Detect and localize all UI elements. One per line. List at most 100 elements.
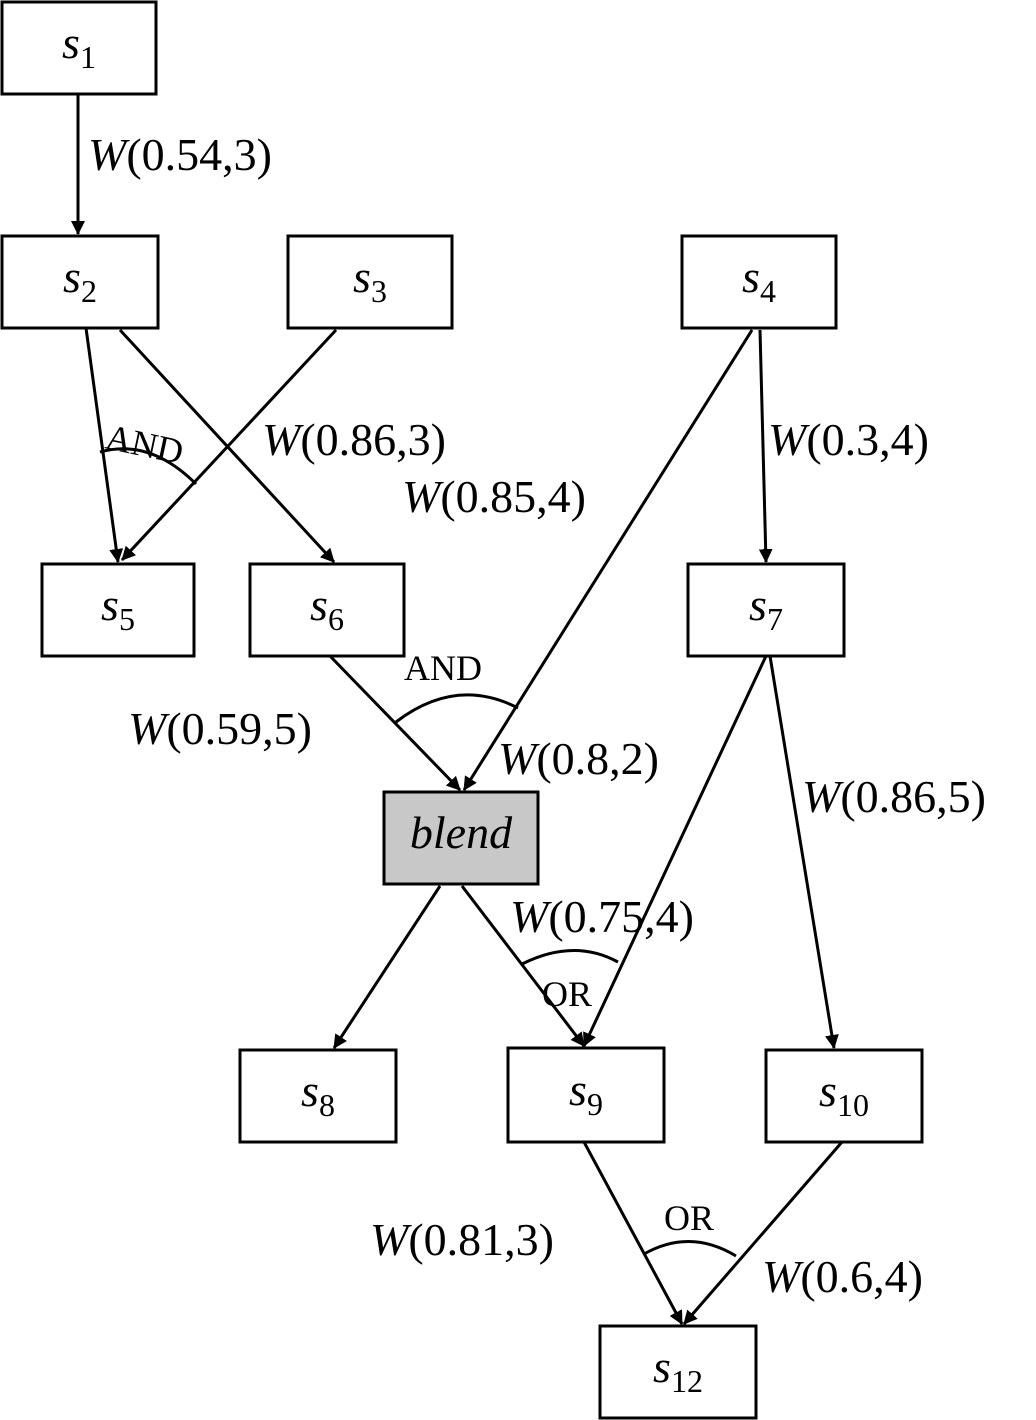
node-symbol: s	[742, 251, 760, 302]
node-symbol: s	[653, 1341, 671, 1392]
node-box	[382, 790, 540, 886]
node-symbol: s	[819, 1065, 837, 1116]
edge-blend-s9	[460, 885, 586, 1047]
edge-s4-blend	[462, 329, 754, 791]
weight-value: (0.75,4)	[548, 891, 694, 942]
node-s8: s8	[238, 1048, 398, 1144]
weight-value: (0.6,4)	[800, 1251, 923, 1302]
node-subscript: 1	[80, 39, 96, 75]
node-subscript: 2	[81, 273, 97, 309]
node-symbol: blend	[410, 807, 513, 858]
node-subscript: 9	[587, 1086, 603, 1122]
node-box	[686, 562, 846, 658]
weight-symbol: W	[802, 771, 844, 822]
gate-arc-or-s9	[521, 949, 619, 966]
edge-label-s9-s12: W(0.81,3)	[370, 1214, 554, 1265]
node-s7: s7	[686, 562, 846, 658]
edge-label-s6-blend: W(0.59,5)	[128, 703, 312, 754]
edge-blend-s8	[332, 885, 442, 1049]
edge-label-s2-s6: W(0.86,3)	[262, 414, 446, 465]
edge-label-s4-blend: W(0.85,4)	[402, 471, 586, 522]
edge-s6-blend	[328, 654, 462, 792]
gate-arc-and-s5	[99, 447, 198, 486]
node-label: s7	[749, 579, 783, 637]
node-label: s2	[63, 251, 97, 309]
edges-layer	[71, 94, 844, 1325]
weight-value: (0.59,5)	[166, 703, 312, 754]
edge-s10-s12	[682, 1141, 844, 1325]
weight-value: (0.86,3)	[300, 414, 446, 465]
gate-label-or-s12: OR	[664, 1198, 714, 1238]
edge-s2-s5	[84, 327, 124, 563]
node-label: s12	[653, 1341, 703, 1399]
node-box	[598, 1324, 758, 1420]
gate-label-and-s5: AND	[102, 417, 187, 472]
edge-label-blend-s8: W(0.8,2)	[498, 733, 659, 784]
node-symbol: s	[101, 579, 119, 630]
edge-s7-s9	[582, 655, 768, 1047]
node-blend: blend	[382, 790, 540, 886]
node-symbol: s	[749, 579, 767, 630]
node-subscript: 4	[760, 273, 776, 309]
edge-s9-s12	[582, 1141, 684, 1325]
weight-value: (0.85,4)	[440, 471, 586, 522]
weight-value: (0.54,3)	[126, 129, 272, 180]
node-box	[248, 562, 406, 658]
node-symbol: s	[63, 251, 81, 302]
weight-value: (0.3,4)	[806, 414, 929, 465]
edge-label-s7-s10: W(0.86,5)	[802, 771, 986, 822]
node-box	[286, 234, 454, 330]
weight-symbol: W	[510, 891, 552, 942]
node-label: s1	[62, 17, 96, 75]
node-label: s8	[301, 1065, 335, 1123]
node-box	[506, 1046, 666, 1144]
node-s9: s9	[506, 1046, 666, 1144]
node-box	[40, 562, 196, 658]
node-symbol: s	[569, 1064, 587, 1115]
node-symbol: s	[310, 579, 328, 630]
node-box	[680, 234, 838, 330]
edge-s3-s5	[120, 328, 338, 562]
edge-s7-s10	[768, 655, 839, 1049]
node-s12: s12	[598, 1324, 758, 1420]
node-subscript: 7	[767, 601, 783, 637]
weight-value: (0.81,3)	[408, 1214, 554, 1265]
node-subscript: 8	[319, 1087, 335, 1123]
gate-label-and-blend: AND	[404, 648, 482, 688]
node-subscript: 5	[119, 601, 135, 637]
node-s10: s10	[764, 1048, 924, 1144]
weight-value: (0.86,5)	[840, 771, 986, 822]
weight-symbol: W	[402, 471, 444, 522]
weight-symbol: W	[768, 414, 810, 465]
edge-label-s4-s7: W(0.3,4)	[768, 414, 929, 465]
node-subscript: 6	[328, 601, 344, 637]
node-label: blend	[410, 807, 513, 858]
node-s2: s2	[0, 234, 160, 330]
node-symbol: s	[62, 17, 80, 68]
node-label: s9	[569, 1064, 603, 1122]
node-box	[0, 234, 160, 330]
node-s3: s3	[286, 234, 454, 330]
node-box	[238, 1048, 398, 1144]
gate-arc-or-s12	[643, 1240, 737, 1258]
edge-labels-layer: W(0.54,3)W(0.86,3)W(0.3,4)W(0.85,4)W(0.5…	[88, 129, 986, 1302]
node-s6: s6	[248, 562, 406, 658]
weight-symbol: W	[262, 414, 304, 465]
edge-s2-s6	[118, 328, 336, 564]
node-s4: s4	[680, 234, 838, 330]
gate-arc-and-blend	[395, 693, 519, 724]
node-symbol: s	[353, 251, 371, 302]
edge-label-s10-s12: W(0.6,4)	[762, 1251, 923, 1302]
node-symbol: s	[301, 1065, 319, 1116]
weight-symbol: W	[88, 129, 130, 180]
node-subscript: 12	[671, 1363, 703, 1399]
node-label: s6	[310, 579, 344, 637]
gate-label-or-s9: OR	[542, 974, 592, 1014]
node-s5: s5	[40, 562, 196, 658]
node-subscript: 10	[837, 1087, 869, 1123]
node-label: s5	[101, 579, 135, 637]
weight-symbol: W	[498, 733, 540, 784]
edge-s4-s7	[758, 329, 773, 563]
